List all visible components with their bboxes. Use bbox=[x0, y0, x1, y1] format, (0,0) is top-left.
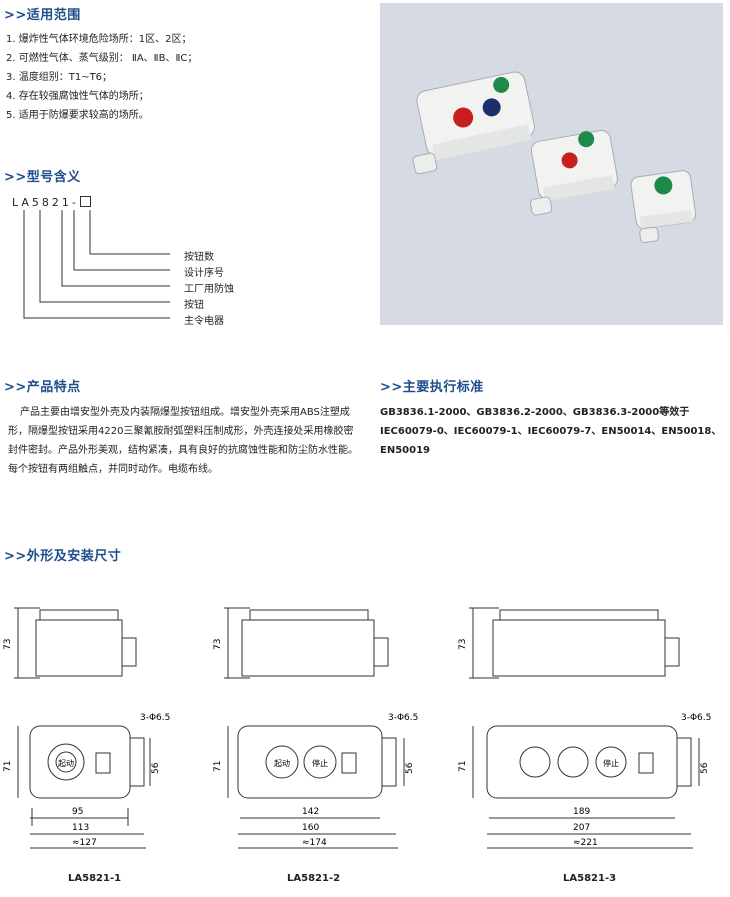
model-label-main: 主令电器 bbox=[184, 316, 224, 327]
model-label-design: 设计序号 bbox=[184, 268, 224, 279]
dim-side: 56 bbox=[151, 762, 161, 774]
model-title: >>型号含义 bbox=[4, 170, 81, 185]
button-label-start: 起动 bbox=[58, 758, 74, 768]
model-diagram bbox=[23, 210, 170, 319]
button-label-stop: 停止 bbox=[312, 758, 328, 768]
dim-depth: 71 bbox=[458, 761, 468, 772]
scope-list: 1. 爆炸性气体环境危险场所：1区、2区； 2. 可燃性气体、蒸气级别： ⅡA、… bbox=[6, 30, 197, 125]
dims-title: >>外形及安装尺寸 bbox=[4, 549, 122, 564]
model-label-factory: 工厂用防蚀 bbox=[184, 284, 234, 295]
dim-d3: ≈221 bbox=[573, 838, 598, 848]
standards-text: GB3836.1-2000、GB3836.2-2000、GB3836.3-200… bbox=[380, 407, 722, 456]
button-label-stop: 停止 bbox=[603, 758, 619, 768]
dim-side: 56 bbox=[405, 762, 415, 774]
drawing-la5821-1: 73 71 56 3-Φ6.5 起动 95 113 ≈127 bbox=[3, 607, 170, 849]
scope-item: 2. 可燃性气体、蒸气级别： ⅡA、ⅡB、ⅡC； bbox=[6, 53, 198, 64]
dim-depth: 71 bbox=[3, 761, 13, 772]
product-large bbox=[412, 71, 535, 175]
dim-hole: 3-Φ6.5 bbox=[388, 713, 418, 723]
dim-height: 73 bbox=[458, 639, 468, 650]
model-box bbox=[79, 196, 91, 207]
drawing-la5821-2: 73 71 56 3-Φ6.5 起动 停止 142 160 ≈174 bbox=[213, 607, 418, 849]
features-text: 产品主要由增安型外壳及内装隔爆型按钮组成。增安型外壳采用ABS注塑成形，隔爆型按… bbox=[8, 407, 358, 475]
scope-item: 3. 温度组别：T1~T6； bbox=[6, 72, 113, 83]
dim-hole: 3-Φ6.5 bbox=[681, 713, 711, 723]
product-photo-art bbox=[412, 71, 697, 244]
product-photo bbox=[380, 3, 723, 325]
caption-la5821-1: LA5821-1 bbox=[68, 873, 122, 884]
product-small bbox=[630, 170, 697, 244]
dim-d1: 189 bbox=[573, 807, 590, 817]
dim-depth: 71 bbox=[213, 761, 223, 772]
standards-title: >>主要执行标准 bbox=[380, 380, 484, 395]
dim-d3: ≈127 bbox=[72, 838, 97, 848]
dim-d1: 142 bbox=[302, 807, 319, 817]
product-medium bbox=[530, 130, 618, 216]
caption-la5821-2: LA5821-2 bbox=[287, 873, 341, 884]
model-label-buttons: 按钮数 bbox=[184, 252, 214, 263]
model-code: LA5821- bbox=[12, 196, 91, 209]
scope-item: 1. 爆炸性气体环境危险场所：1区、2区； bbox=[6, 34, 192, 45]
model-label-button: 按钮 bbox=[184, 300, 204, 311]
scope-title: >>适用范围 bbox=[4, 8, 81, 23]
dim-hole: 3-Φ6.5 bbox=[140, 713, 170, 723]
dim-height: 73 bbox=[3, 639, 13, 650]
dim-d3: ≈174 bbox=[302, 838, 327, 848]
drawing-la5821-3: 73 71 56 3-Φ6.5 停止 189 207 ≈221 bbox=[458, 607, 711, 849]
dim-d1: 95 bbox=[72, 807, 83, 817]
features-title: >>产品特点 bbox=[4, 380, 81, 395]
button-label-start: 起动 bbox=[274, 758, 290, 768]
scope-item: 4. 存在较强腐蚀性气体的场所； bbox=[6, 91, 149, 102]
dim-d2: 207 bbox=[573, 823, 590, 833]
dim-d2: 113 bbox=[72, 823, 89, 833]
model-code-text: LA5821- bbox=[12, 196, 79, 209]
dim-side: 56 bbox=[700, 762, 710, 774]
scope-item: 5. 适用于防爆要求较高的场所。 bbox=[6, 110, 149, 121]
dim-d2: 160 bbox=[302, 823, 319, 833]
caption-la5821-3: LA5821-3 bbox=[563, 873, 617, 884]
dim-height: 73 bbox=[213, 639, 223, 650]
